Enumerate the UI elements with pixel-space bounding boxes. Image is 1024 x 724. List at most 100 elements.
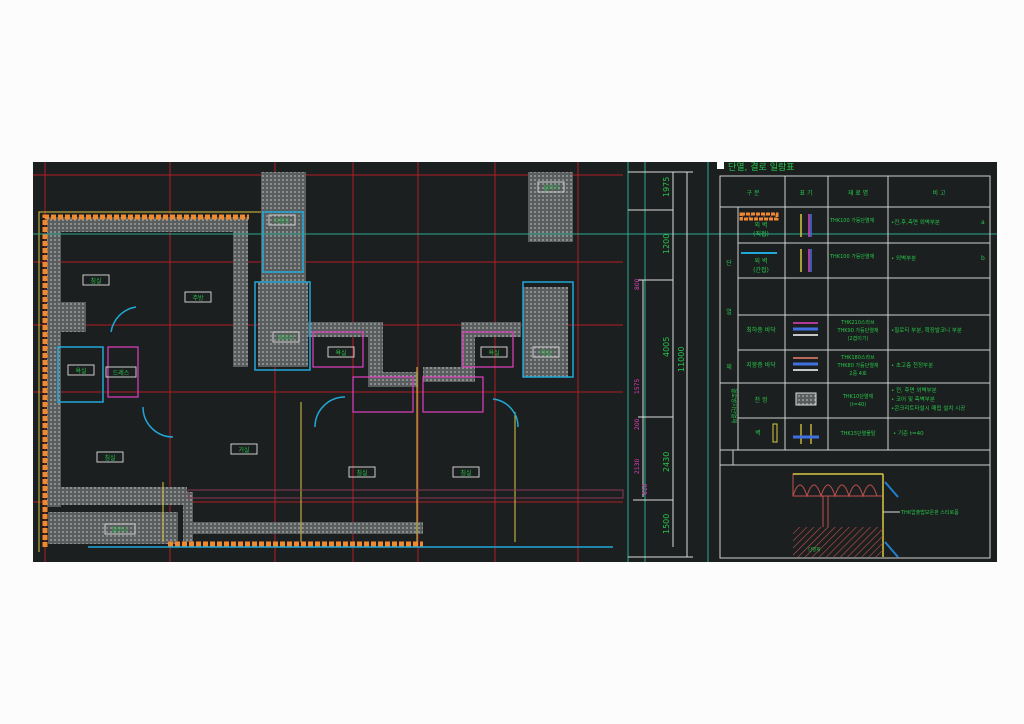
- svg-text:610: 610: [642, 483, 649, 495]
- svg-text:구 분: 구 분: [747, 190, 760, 197]
- dimension-guides: [33, 162, 997, 562]
- cad-drawing: 침실 주방 드레스 욕실 다용도 파우더 침실 거실 욕실 실외기 발코니 욕실…: [33, 161, 997, 562]
- svg-text:욕실: 욕실: [75, 367, 86, 375]
- legend-row: 외 벽(직접) THK100 가등단열재 •전,후,측면 외벽부분 a: [753, 217, 985, 238]
- svg-text:b: b: [981, 255, 985, 262]
- svg-text:(2겹이기): (2겹이기): [848, 335, 869, 342]
- insulation-detail-section: THK압출법보온판 스티로폼 단열재: [792, 473, 959, 558]
- svg-text:욕실: 욕실: [335, 349, 346, 357]
- svg-text:최하층 바닥: 최하층 바닥: [746, 326, 776, 334]
- yellow-outline: [38, 211, 516, 552]
- legend-row: 벽 THK15단열몰탈 • 기준 t=40: [755, 429, 924, 437]
- dim-1975: 1975: [662, 177, 671, 197]
- svg-text:벽: 벽: [755, 429, 761, 437]
- room-label: 욕실: [480, 346, 508, 358]
- svg-text:표 기: 표 기: [800, 189, 813, 197]
- svg-text:침실: 침실: [90, 277, 101, 285]
- dimension-values: 1975 1200 4005 11000 2430 1500: [662, 177, 686, 534]
- svg-text:천 정: 천 정: [755, 396, 768, 404]
- legend-row: 천 정 THK10단열재 (t=40) • 전, 후면 외벽부분• 코어 및 측벽부분…: [755, 386, 966, 412]
- svg-text:욕실: 욕실: [488, 349, 499, 357]
- walls: [47, 172, 573, 544]
- svg-text:침실: 침실: [460, 469, 471, 477]
- svg-text:200: 200: [634, 418, 641, 430]
- svg-text:주방: 주방: [192, 294, 204, 302]
- dim-11000: 11000: [677, 347, 686, 372]
- beam: [187, 489, 624, 499]
- svg-text:다용도: 다용도: [274, 217, 291, 225]
- room-label: 파우더: [272, 331, 300, 343]
- room-label: 드레스: [105, 366, 137, 378]
- svg-text:THK100 가등단열재: THK100 가등단열재: [829, 253, 875, 260]
- svg-text:2130: 2130: [634, 459, 641, 474]
- dim-2430: 2430: [662, 452, 671, 472]
- svg-text:THK210스라브: THK210스라브: [840, 319, 875, 326]
- room-label: 침실: [82, 274, 110, 286]
- floor-plan: 침실 주방 드레스 욕실 다용도 파우더 침실 거실 욕실 실외기 발코니 욕실…: [33, 161, 997, 562]
- svg-text:800: 800: [634, 278, 641, 290]
- dimension-lines: [628, 171, 693, 558]
- svg-text:재 료 명: 재 료 명: [848, 189, 868, 197]
- svg-text:• 외벽부분: • 외벽부분: [891, 254, 916, 262]
- room-label: 침실: [96, 451, 124, 463]
- svg-text:침실: 침실: [104, 454, 115, 462]
- svg-text:외 벽: 외 벽: [755, 221, 768, 229]
- svg-text:단: 단: [726, 259, 732, 267]
- room-label: 실외기: [537, 181, 565, 193]
- room-label: 거실: [230, 443, 258, 455]
- exterior-insulation: [42, 214, 423, 547]
- svg-text:THK180스라브: THK180스라브: [840, 354, 875, 361]
- room-label: 침실: [452, 466, 480, 478]
- svg-text:침실: 침실: [356, 469, 367, 477]
- svg-text:1575: 1575: [634, 379, 641, 394]
- legend-row: 외 벽(간접) THK100 가등단열재 • 외벽부분 b: [753, 253, 985, 274]
- svg-text:(간접): (간접): [753, 266, 769, 274]
- room-label: 침실: [348, 466, 376, 478]
- insulation-legend-table: 단열, 결로 일람표 구 분 표 기 재 료 명 비 고 단 열 재 결로방지단…: [717, 161, 991, 559]
- dim-4005: 4005: [662, 337, 671, 357]
- svg-text:THK100 가등단열재: THK100 가등단열재: [829, 217, 875, 224]
- svg-text:외 벽: 외 벽: [755, 257, 768, 265]
- room-label: 발코니: [104, 523, 136, 535]
- room-label: 욕실: [67, 364, 95, 376]
- magenta-fixtures: [107, 331, 514, 413]
- svg-text:(직접): (직접): [753, 230, 769, 238]
- svg-text:결로방지단열재: 결로방지단열재: [730, 388, 738, 423]
- svg-text:• 기준 t=40: • 기준 t=40: [893, 429, 924, 437]
- svg-text:a: a: [981, 219, 985, 226]
- svg-text:THK10단열재: THK10단열재: [842, 393, 874, 400]
- cyan-elements: [57, 211, 613, 548]
- room-labels: 침실 주방 드레스 욕실 다용도 파우더 침실 거실 욕실 실외기 발코니 욕실…: [67, 181, 565, 535]
- dim-1200: 1200: [662, 234, 671, 254]
- room-label: 다용도: [268, 214, 296, 226]
- svg-text:거실: 거실: [238, 446, 249, 454]
- svg-text:드레스: 드레스: [113, 369, 130, 377]
- svg-text:열: 열: [726, 308, 732, 316]
- svg-text:2중 4호: 2중 4호: [849, 371, 867, 377]
- svg-text:비 고: 비 고: [933, 189, 946, 197]
- svg-text:(t=40): (t=40): [850, 402, 866, 408]
- svg-text:• 초고층 천정부분: • 초고층 천정부분: [891, 361, 933, 369]
- svg-text:• 전, 후면 외벽부분: • 전, 후면 외벽부분: [891, 386, 937, 394]
- room-label: 욕실: [532, 346, 560, 358]
- svg-text:•전,후,측면 외벽부분: •전,후,측면 외벽부분: [891, 218, 940, 226]
- svg-text:지붕층 바닥: 지붕층 바닥: [746, 361, 776, 369]
- room-label: 욕실: [327, 346, 355, 358]
- svg-text:•콘크리트타설시 매립 설치 시공: •콘크리트타설시 매립 설치 시공: [891, 404, 965, 412]
- svg-text:•필로티 부분, 확장발코니 부분: •필로티 부분, 확장발코니 부분: [891, 326, 962, 334]
- legend-title: 단열, 결로 일람표: [728, 162, 795, 173]
- svg-text:THK15단열몰탈: THK15단열몰탈: [840, 430, 876, 437]
- room-label: 주방: [184, 291, 212, 303]
- svg-text:파우더: 파우더: [278, 334, 295, 342]
- dim-1500: 1500: [662, 514, 671, 534]
- svg-text:THK80 가등단열재: THK80 가등단열재: [836, 362, 878, 369]
- svg-text:재: 재: [726, 363, 732, 371]
- dimension-sub-values: 800 1575 200 2130 610: [634, 278, 649, 495]
- svg-text:단열재: 단열재: [808, 546, 820, 553]
- svg-text:• 코어 및 측벽부분: • 코어 및 측벽부분: [891, 395, 935, 403]
- svg-text:THK압출법보온판 스티로폼: THK압출법보온판 스티로폼: [900, 509, 959, 516]
- svg-text:욕실: 욕실: [540, 349, 551, 357]
